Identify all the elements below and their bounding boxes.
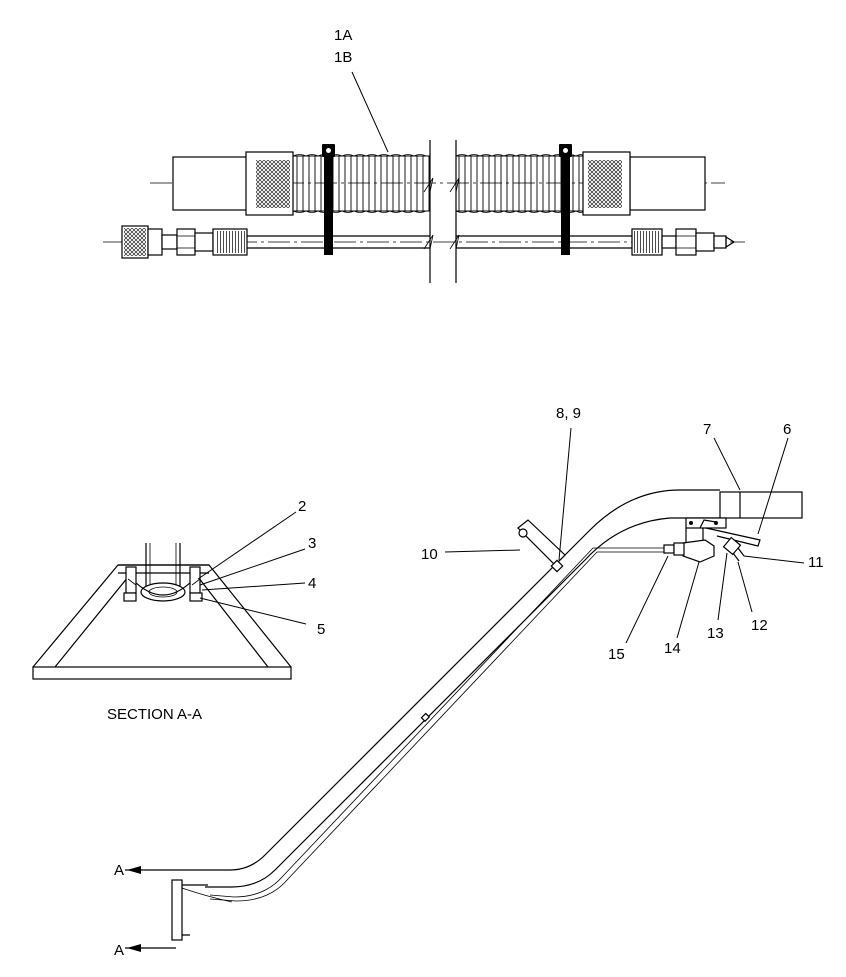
callout-1a: 1A: [334, 27, 352, 44]
callout-15: 15: [608, 646, 625, 663]
callout-2: 2: [298, 498, 306, 515]
callout-14: 14: [664, 640, 681, 657]
callout-13: 13: [707, 625, 724, 642]
hose-assembly: [103, 71, 745, 283]
callout-8-9: 8, 9: [556, 405, 581, 422]
section-mark-top: A: [114, 862, 124, 879]
section-a-a-view: [32, 511, 307, 680]
callout-1b: 1B: [334, 49, 352, 66]
callout-3: 3: [308, 535, 316, 552]
callout-12: 12: [751, 617, 768, 634]
callout-4: 4: [308, 575, 316, 592]
callout-6: 6: [783, 421, 791, 438]
callout-10: 10: [421, 546, 438, 563]
callout-11: 11: [808, 554, 824, 571]
callout-7: 7: [703, 421, 711, 438]
section-mark-bottom: A: [114, 942, 124, 959]
wand-assembly: [125, 427, 805, 952]
callout-5: 5: [317, 621, 325, 638]
section-title: SECTION A-A: [107, 706, 202, 723]
